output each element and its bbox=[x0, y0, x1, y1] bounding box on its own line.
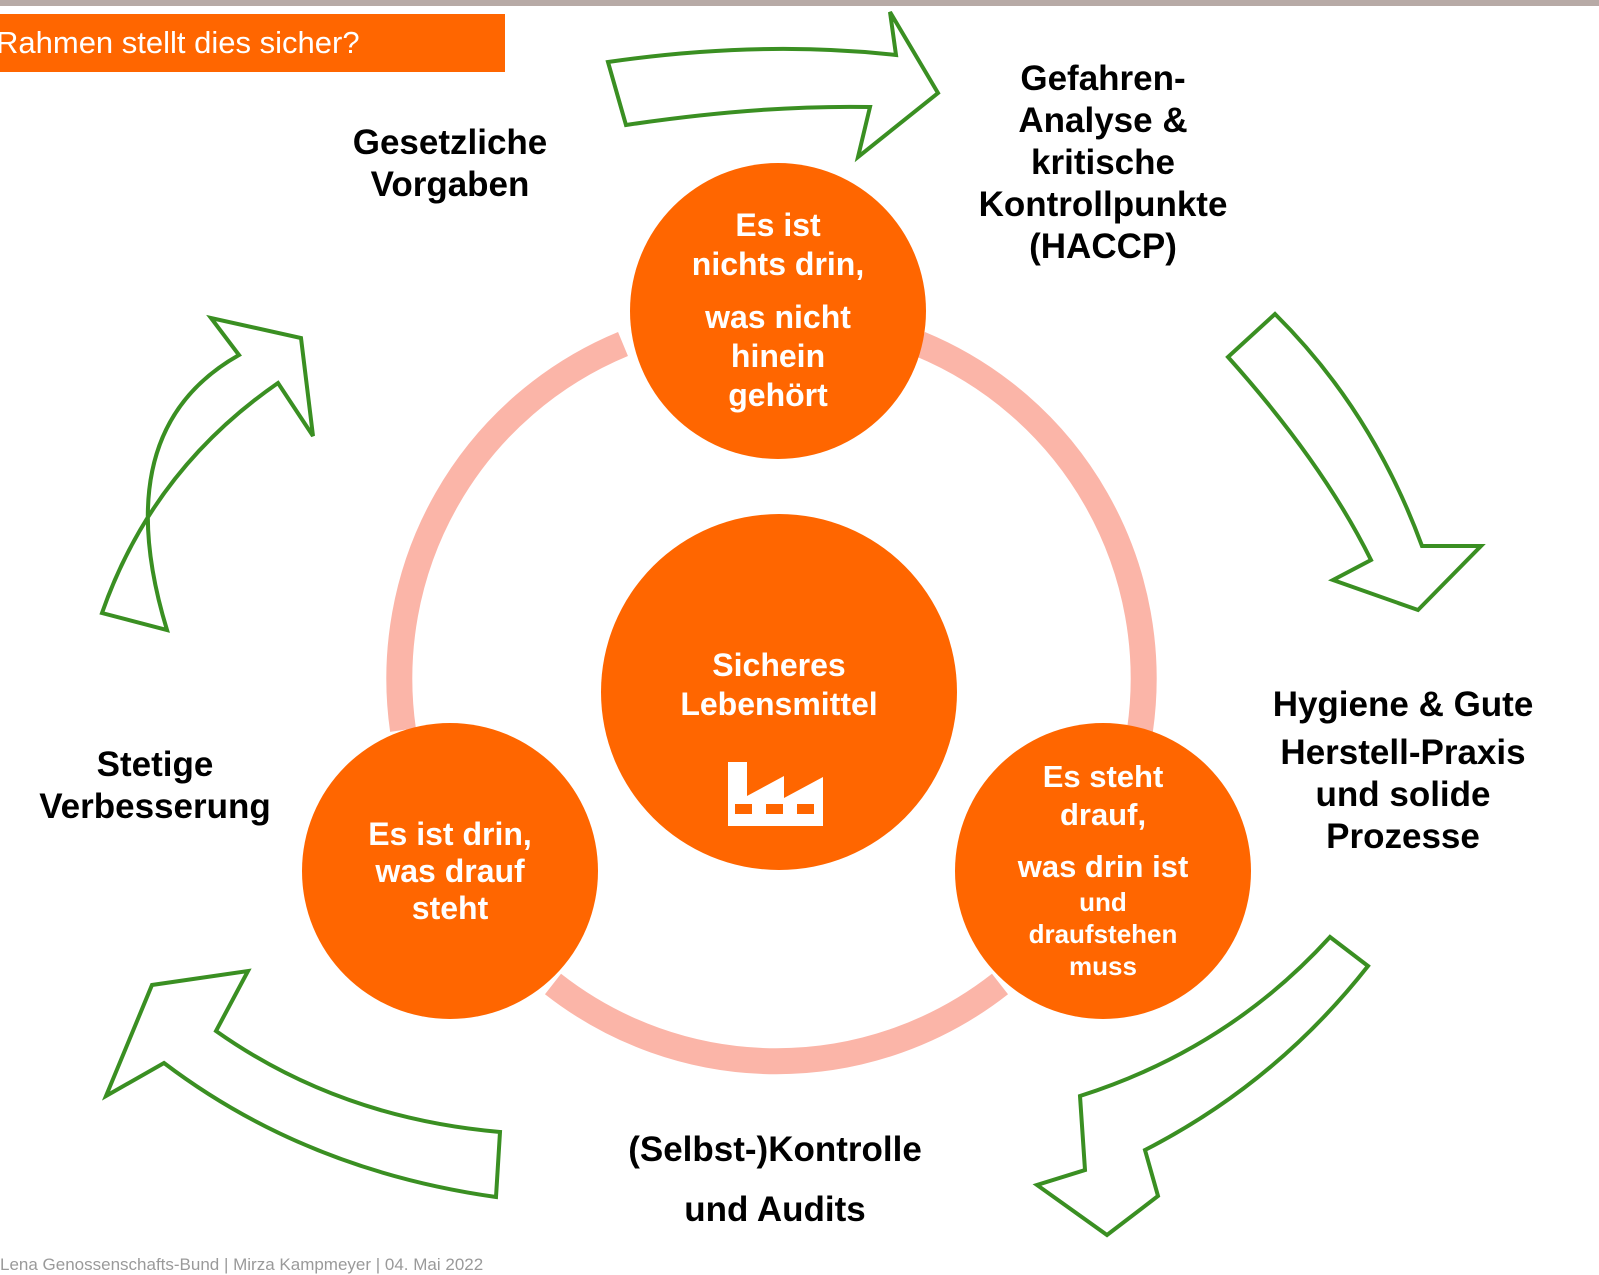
ring-segment-left bbox=[386, 331, 628, 732]
circle-left bbox=[302, 723, 598, 1019]
label-selbstkontrolle: (Selbst-)Kontrolle und Audits bbox=[570, 1120, 980, 1240]
circle-right-line1: Es steht bbox=[1042, 759, 1164, 794]
circle-top-line4: hinein bbox=[730, 338, 826, 374]
circle-right-text: Es steht drauf, was drin ist und draufst… bbox=[978, 758, 1228, 982]
circle-left-line1: Es ist drin, bbox=[368, 816, 532, 852]
arrow-bottom-right-icon bbox=[1032, 934, 1371, 1238]
title-text: Rahmen stellt dies sicher? bbox=[0, 25, 360, 60]
circle-left-line3: steht bbox=[411, 890, 489, 926]
label-kontrolle-line2: und Audits bbox=[684, 1190, 866, 1229]
circle-top-line1: Es ist bbox=[735, 207, 821, 243]
label-haccp-line3: kritische bbox=[1031, 143, 1175, 182]
circle-right-line2: drauf, bbox=[1059, 797, 1147, 832]
ring bbox=[386, 331, 1157, 1075]
cycle-arrows bbox=[99, 10, 1486, 1238]
center-line1: Sicheres bbox=[712, 647, 846, 683]
circle-top-line5: gehört bbox=[728, 377, 828, 413]
label-hygiene-line4: Prozesse bbox=[1326, 817, 1480, 856]
label-hygiene-line3: und solide bbox=[1315, 775, 1491, 814]
center-line2: Lebensmittel bbox=[680, 686, 878, 722]
label-haccp-line1: Gefahren- bbox=[1020, 59, 1186, 98]
circle-top bbox=[630, 163, 926, 459]
label-gesetzliche-line1: Gesetzliche bbox=[352, 123, 548, 162]
circles bbox=[302, 163, 1251, 1019]
label-haccp-line2: Analyse & bbox=[1018, 101, 1188, 140]
label-hygiene-line2: Herstell-Praxis bbox=[1280, 733, 1526, 772]
circle-center-text: Sicheres Lebensmittel bbox=[620, 646, 938, 724]
footer-text: Lena Genossenschafts-Bund | Mirza Kampme… bbox=[0, 1255, 484, 1274]
label-hygiene: Hygiene & Gute Herstell-Praxis und solid… bbox=[1230, 684, 1576, 858]
label-kontrolle-line1: (Selbst-)Kontrolle bbox=[628, 1130, 922, 1169]
circle-left-line2: was drauf bbox=[375, 853, 525, 889]
circle-right-line6: muss bbox=[1069, 951, 1137, 981]
arrow-top-icon bbox=[605, 10, 941, 163]
circle-right-line3: was drin ist bbox=[1017, 849, 1189, 884]
label-haccp-line4: Kontrollpunkte bbox=[978, 185, 1228, 224]
arrow-bottom-left-icon bbox=[101, 968, 503, 1200]
label-verbesserung-line2: Verbesserung bbox=[39, 787, 271, 826]
circle-top-text: Es ist nichts drin, was nicht hinein geh… bbox=[650, 206, 906, 415]
circle-right bbox=[955, 723, 1251, 1019]
label-hygiene-line1: Hygiene & Gute bbox=[1272, 685, 1534, 724]
label-haccp-line5: (HACCP) bbox=[1029, 227, 1177, 266]
circle-left-text: Es ist drin, was drauf steht bbox=[330, 816, 570, 927]
ring-segment-right bbox=[915, 331, 1157, 732]
title-banner: Rahmen stellt dies sicher? bbox=[0, 14, 505, 72]
arrow-right-icon bbox=[1225, 311, 1486, 613]
circle-top-line3: was nicht bbox=[705, 299, 851, 335]
label-haccp: Gefahren- Analyse & kritische Kontrollpu… bbox=[930, 58, 1276, 268]
circle-right-line5: draufstehen bbox=[1028, 919, 1178, 949]
label-verbesserung-line1: Stetige bbox=[96, 745, 214, 784]
label-stetige-verbesserung: Stetige Verbesserung bbox=[5, 744, 305, 828]
circle-center bbox=[601, 514, 957, 870]
arrow-left-icon bbox=[99, 314, 315, 633]
factory-icon bbox=[728, 762, 823, 826]
circle-right-line4: und bbox=[1079, 887, 1127, 917]
top-bar bbox=[0, 0, 1599, 6]
label-gesetzliche-line2: Vorgaben bbox=[370, 165, 530, 204]
ring-segment-bottom bbox=[544, 973, 1009, 1075]
label-gesetzliche-vorgaben: Gesetzliche Vorgaben bbox=[300, 122, 600, 206]
circle-top-line2: nichts drin, bbox=[691, 246, 865, 282]
